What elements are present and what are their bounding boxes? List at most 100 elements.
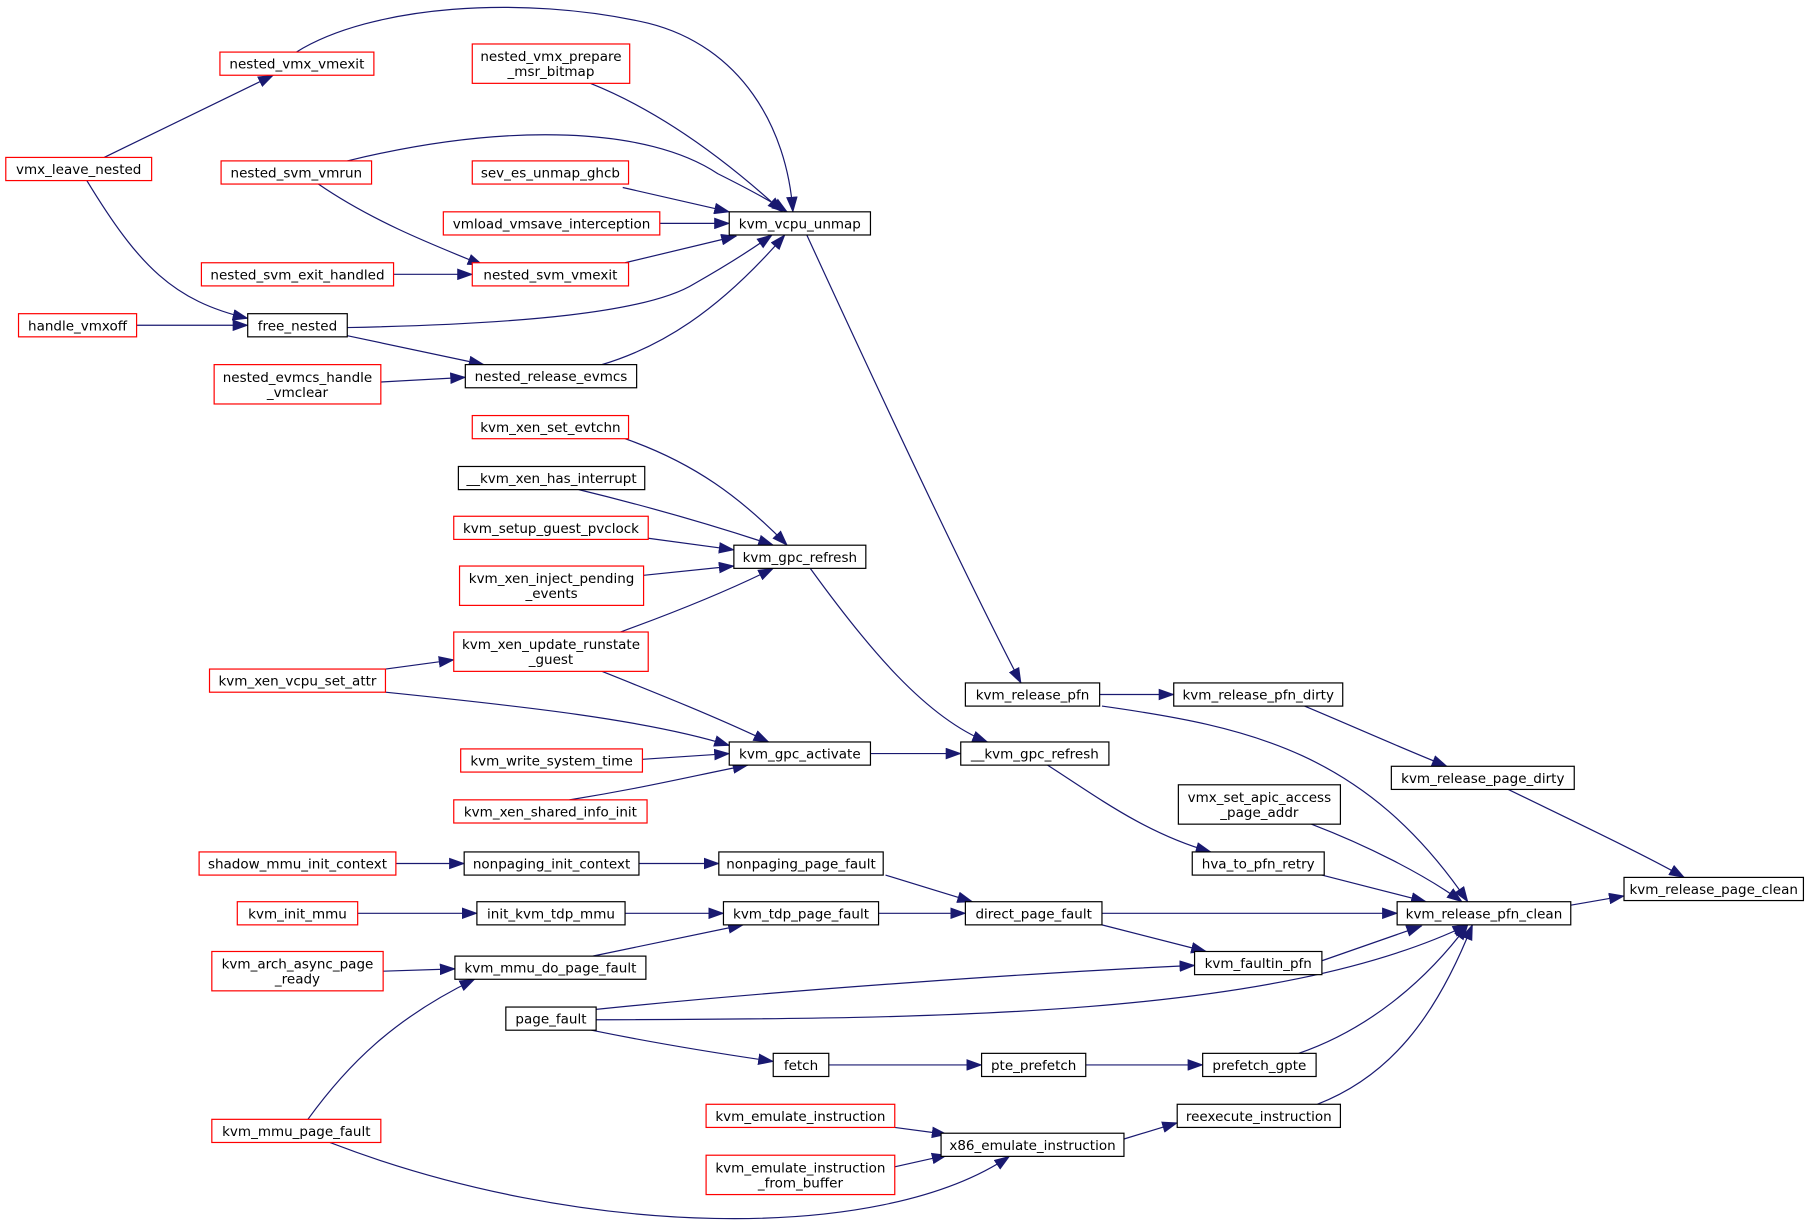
- node-kvm_faultin_pfn[interactable]: kvm_faultin_pfn: [1193, 950, 1323, 976]
- edge-kvm_release_page_dirty-to-kvm_release_page_clean: [1508, 789, 1686, 877]
- node-label-__kvm_gpc_refresh-0: __kvm_gpc_refresh: [970, 747, 1099, 763]
- node-box-x86_emulate_instruction: [940, 1132, 1125, 1157]
- node-label-nested_release_evmcs-0: nested_release_evmcs: [475, 369, 628, 385]
- node-shadow_mmu_init_context[interactable]: shadow_mmu_init_context: [198, 851, 397, 876]
- node-box-fetch: [772, 1052, 830, 1078]
- edge-page_fault-to-kvm_release_pfn_clean: [596, 925, 1469, 1020]
- edge-kvm_mmu_page_fault-to-kvm_mmu_do_page_fault: [308, 979, 476, 1119]
- node-hva_to_pfn_retry[interactable]: hva_to_pfn_retry: [1191, 851, 1325, 876]
- node-init_kvm_tdp_mmu[interactable]: init_kvm_tdp_mmu: [476, 901, 626, 926]
- node-kvm_xen_update_runstate_guest[interactable]: kvm_xen_update_runstate_guest: [453, 631, 649, 672]
- node-kvm_release_pfn_dirty[interactable]: kvm_release_pfn_dirty: [1173, 682, 1344, 707]
- node-label-free_nested-0: free_nested: [258, 318, 337, 334]
- node-label-kvm_faultin_pfn-0: kvm_faultin_pfn: [1205, 956, 1312, 972]
- node-label-vmx_set_apic_access_page_addr-0: vmx_set_apic_access: [1188, 790, 1332, 806]
- node-kvm_xen_inject_pending_events[interactable]: kvm_xen_inject_pending_events: [458, 565, 645, 606]
- node-label-kvm_xen_vcpu_set_attr-0: kvm_xen_vcpu_set_attr: [218, 674, 376, 690]
- node-kvm_release_page_clean[interactable]: kvm_release_page_clean: [1623, 876, 1805, 902]
- node-box-kvm_gpc_activate: [728, 741, 872, 766]
- node-nested_vmx_prepare_msr_bitmap[interactable]: nested_vmx_prepare_msr_bitmap: [471, 43, 631, 84]
- node-nonpaging_page_fault[interactable]: nonpaging_page_fault: [718, 851, 884, 876]
- node-label-kvm_release_pfn-0: kvm_release_pfn: [976, 688, 1090, 704]
- node-box-kvm_release_page_clean: [1623, 876, 1805, 902]
- node-kvm_write_system_time[interactable]: kvm_write_system_time: [460, 748, 644, 773]
- node-nested_svm_vmexit[interactable]: nested_svm_vmexit: [471, 262, 630, 287]
- edge-kvm_xen_update_runstate_guest-to-kvm_gpc_refresh: [620, 568, 775, 632]
- node-vmx_leave_nested[interactable]: vmx_leave_nested: [5, 156, 153, 182]
- node-vmx_set_apic_access_page_addr[interactable]: vmx_set_apic_access_page_addr: [1177, 784, 1342, 825]
- edge-x86_emulate_instruction-to-reexecute_instruction: [1124, 1121, 1179, 1139]
- node-__kvm_gpc_refresh[interactable]: __kvm_gpc_refresh: [960, 741, 1110, 766]
- node-kvm_xen_vcpu_set_attr[interactable]: kvm_xen_vcpu_set_attr: [208, 668, 387, 693]
- node-label-vmload_vmsave_interception-0: vmload_vmsave_interception: [453, 216, 651, 232]
- node-label-kvm_release_page_dirty-0: kvm_release_page_dirty: [1401, 771, 1564, 787]
- node-nested_vmx_vmexit[interactable]: nested_vmx_vmexit: [219, 51, 375, 76]
- node-box-kvm_gpc_refresh: [733, 544, 867, 569]
- node-kvm_emulate_instruction[interactable]: kvm_emulate_instruction: [705, 1103, 896, 1129]
- node-free_nested[interactable]: free_nested: [247, 313, 348, 338]
- edge-kvm_release_pfn_clean-to-kvm_release_page_clean: [1571, 892, 1626, 905]
- node-label-kvm_mmu_do_page_fault-0: kvm_mmu_do_page_fault: [464, 961, 636, 977]
- node-box-free_nested: [247, 313, 348, 338]
- node-nested_svm_vmrun[interactable]: nested_svm_vmrun: [220, 160, 373, 185]
- node-box-kvm_release_page_dirty: [1390, 765, 1575, 791]
- node-box-nonpaging_init_context: [463, 851, 640, 876]
- edge-sev_es_unmap_ghcb-to-kvm_vcpu_unmap: [623, 188, 731, 215]
- node-kvm_xen_set_evtchn[interactable]: kvm_xen_set_evtchn: [471, 414, 630, 440]
- node-vmload_vmsave_interception[interactable]: vmload_vmsave_interception: [442, 211, 661, 236]
- node-kvm_mmu_do_page_fault[interactable]: kvm_mmu_do_page_fault: [454, 955, 647, 980]
- node-box-kvm_vcpu_unmap: [728, 211, 872, 236]
- node-nested_svm_exit_handled[interactable]: nested_svm_exit_handled: [200, 262, 395, 287]
- node-direct_page_fault[interactable]: direct_page_fault: [964, 901, 1103, 926]
- node-label-kvm_emulate_instruction-0: kvm_emulate_instruction: [715, 1109, 885, 1125]
- node-kvm_vcpu_unmap[interactable]: kvm_vcpu_unmap: [728, 211, 872, 236]
- node-handle_vmxoff[interactable]: handle_vmxoff: [17, 313, 138, 338]
- node-__kvm_xen_has_interrupt[interactable]: __kvm_xen_has_interrupt: [457, 465, 646, 491]
- node-kvm_arch_async_page_ready[interactable]: kvm_arch_async_page_ready: [211, 950, 384, 992]
- edge-nested_svm_vmrun-to-kvm_vcpu_unmap: [347, 135, 789, 213]
- node-label-vmx_leave_nested-0: vmx_leave_nested: [16, 162, 141, 178]
- node-kvm_release_pfn[interactable]: kvm_release_pfn: [964, 682, 1101, 707]
- node-page_fault[interactable]: page_fault: [505, 1006, 597, 1031]
- node-nonpaging_init_context[interactable]: nonpaging_init_context: [463, 851, 640, 876]
- node-kvm_tdp_page_fault[interactable]: kvm_tdp_page_fault: [722, 901, 880, 926]
- node-box-kvm_tdp_page_fault: [722, 901, 880, 926]
- node-label-nested_evmcs_handle_vmclear-1: _vmclear: [266, 385, 329, 401]
- node-x86_emulate_instruction[interactable]: x86_emulate_instruction: [940, 1132, 1125, 1157]
- node-kvm_xen_shared_info_init[interactable]: kvm_xen_shared_info_init: [453, 799, 648, 824]
- edge-vmx_set_apic_access_page_addr-to-kvm_release_pfn_clean: [1311, 824, 1463, 903]
- node-kvm_mmu_page_fault[interactable]: kvm_mmu_page_fault: [211, 1118, 382, 1144]
- edges: [87, 7, 1686, 1218]
- node-kvm_init_mmu[interactable]: kvm_init_mmu: [236, 901, 359, 926]
- edge-kvm_release_pfn-to-kvm_release_pfn_clean: [1102, 706, 1469, 903]
- node-nested_evmcs_handle_vmclear[interactable]: nested_evmcs_handle_vmclear: [213, 364, 382, 405]
- edge-kvm_mmu_page_fault-to-x86_emulate_instruction: [330, 1142, 1011, 1218]
- node-kvm_release_page_dirty[interactable]: kvm_release_page_dirty: [1390, 765, 1575, 791]
- node-label-kvm_xen_set_evtchn-0: kvm_xen_set_evtchn: [480, 420, 620, 436]
- node-kvm_emulate_instruction_from_buffer[interactable]: kvm_emulate_instruction_from_buffer: [705, 1154, 896, 1196]
- node-box-prefetch_gpte: [1202, 1052, 1317, 1078]
- node-kvm_setup_guest_pvclock[interactable]: kvm_setup_guest_pvclock: [453, 515, 649, 541]
- edge-kvm_xen_set_evtchn-to-kvm_gpc_refresh: [625, 439, 788, 547]
- node-nested_release_evmcs[interactable]: nested_release_evmcs: [464, 364, 638, 389]
- node-label-kvm_release_pfn_dirty-0: kvm_release_pfn_dirty: [1182, 688, 1333, 704]
- node-kvm_gpc_activate[interactable]: kvm_gpc_activate: [728, 741, 872, 766]
- edge-kvm_setup_guest_pvclock-to-kvm_gpc_refresh: [648, 538, 736, 554]
- node-label-kvm_xen_inject_pending_events-1: _events: [524, 586, 577, 602]
- node-fetch[interactable]: fetch: [772, 1052, 830, 1078]
- node-box-handle_vmxoff: [17, 313, 138, 338]
- node-pte_prefetch[interactable]: pte_prefetch: [980, 1052, 1087, 1078]
- node-box-kvm_mmu_page_fault: [211, 1118, 382, 1144]
- node-kvm_gpc_refresh[interactable]: kvm_gpc_refresh: [733, 544, 867, 569]
- edge-nested_release_evmcs-to-kvm_vcpu_unmap: [602, 234, 786, 365]
- node-reexecute_instruction[interactable]: reexecute_instruction: [1176, 1103, 1342, 1129]
- edge-kvm_xen_vcpu_set_attr-to-kvm_gpc_activate: [385, 692, 731, 747]
- node-box-kvm_mmu_do_page_fault: [454, 955, 647, 980]
- node-kvm_release_pfn_clean[interactable]: kvm_release_pfn_clean: [1396, 901, 1572, 926]
- node-sev_es_unmap_ghcb[interactable]: sev_es_unmap_ghcb: [471, 160, 630, 185]
- edge-nested_vmx_prepare_msr_bitmap-to-kvm_vcpu_unmap: [590, 83, 784, 213]
- edge-kvm_xen_update_runstate_guest-to-kvm_gpc_activate: [602, 671, 770, 742]
- node-box-hva_to_pfn_retry: [1191, 851, 1325, 876]
- node-prefetch_gpte[interactable]: prefetch_gpte: [1202, 1052, 1317, 1078]
- node-label-nested_svm_vmrun-0: nested_svm_vmrun: [231, 165, 363, 181]
